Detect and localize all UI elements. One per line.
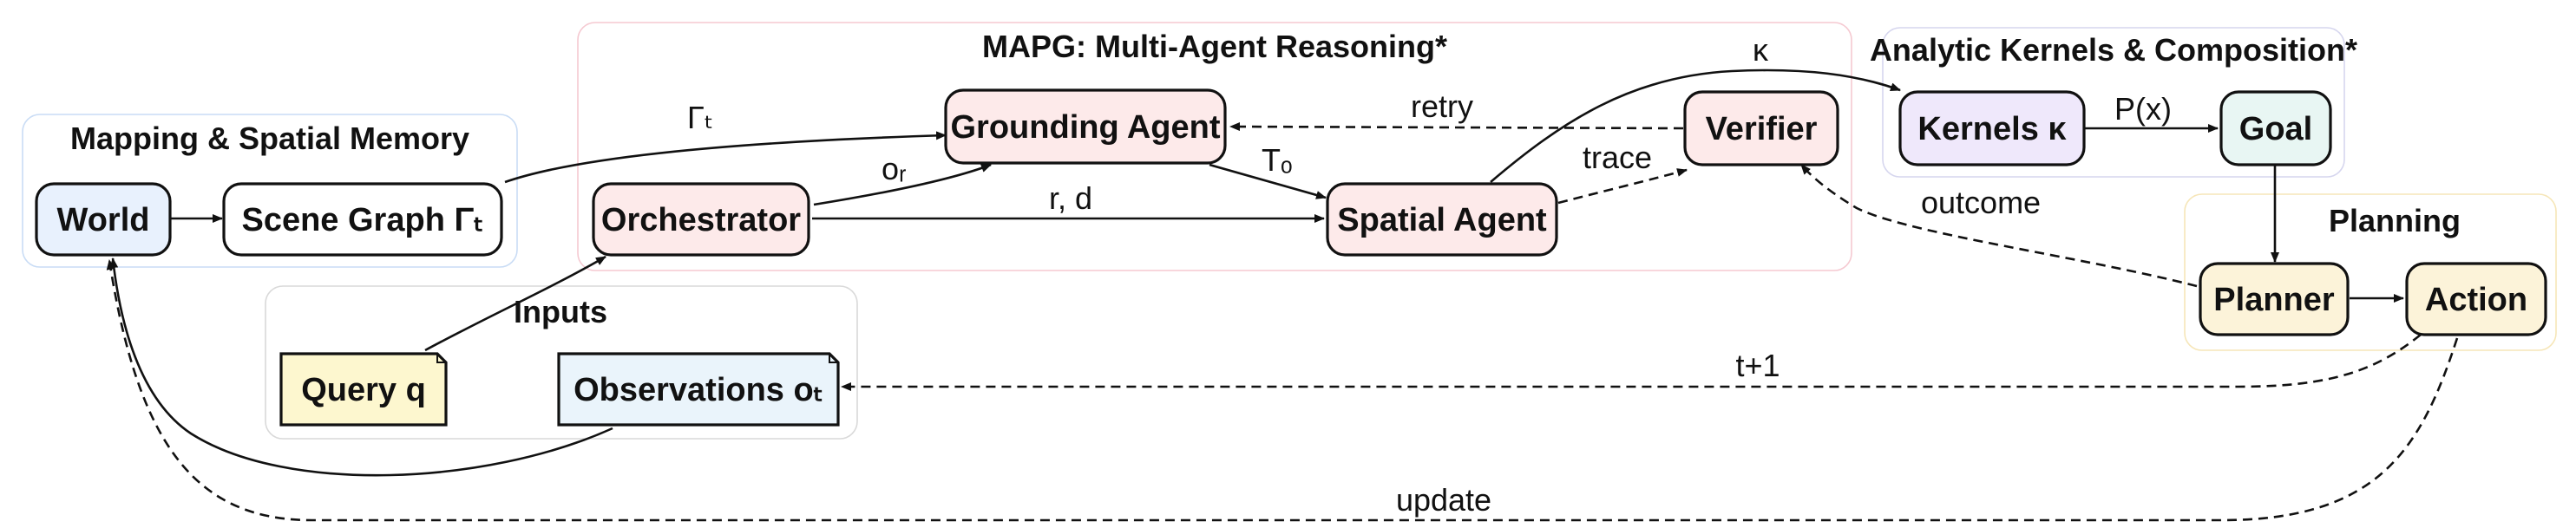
edge-label-update: update [1396, 482, 1491, 518]
node-goal-label: Goal [2239, 111, 2312, 147]
node-world-box [35, 182, 172, 257]
node-observations: Observations oₜ [557, 352, 840, 427]
edges: Γₜ oᵣ r, d Tₒ retry trace κ P(x) outcome… [106, 32, 2459, 522]
node-spatial-agent-box [1326, 182, 1558, 257]
group-mapg: MAPG: Multi-Agent Reasoning* [577, 22, 1852, 271]
node-world: World [35, 182, 172, 257]
node-action: Action [2405, 262, 2547, 336]
edge-spatial-kernels [1490, 68, 1901, 183]
edge-label-retry: retry [1411, 88, 1473, 124]
node-observations-box [557, 352, 840, 427]
node-world-label: World [57, 202, 150, 238]
edge-label-p-x: P(x) [2114, 91, 2172, 127]
group-kernels-box [1882, 27, 2345, 178]
node-orchestrator-box [592, 182, 810, 257]
node-query-fold-icon [436, 354, 446, 363]
edge-scene-graph-grounding [504, 131, 947, 184]
group-mapg-title: MAPG: Multi-Agent Reasoning* [982, 29, 1447, 64]
node-observations-fold-icon [829, 354, 838, 363]
group-planning-title: Planning [2329, 203, 2461, 238]
node-planner: Planner [2199, 262, 2350, 336]
edge-spatial-verifier-trace [1557, 168, 1688, 205]
node-verifier-box [1683, 90, 1839, 166]
group-kernels-title: Analytic Kernels & Composition* [1870, 32, 2357, 68]
node-scene-graph-label: Scene Graph Γₜ [241, 202, 483, 238]
edge-label-trace: trace [1583, 140, 1652, 175]
edge-observations-world [109, 257, 613, 477]
group-planning: Planning [2184, 193, 2557, 351]
edge-label-gamma-t: Γₜ [687, 100, 713, 135]
node-goal-box [2219, 90, 2332, 166]
node-observations-label: Observations oₜ [574, 372, 823, 408]
node-planner-label: Planner [2213, 282, 2335, 318]
edge-label-kappa: κ [1753, 32, 1769, 68]
edge-verifier-grounding-retry [1229, 122, 1684, 132]
node-goal: Goal [2219, 90, 2332, 166]
edge-label-t-o: Tₒ [1262, 142, 1293, 178]
edge-planner-verifier-outcome [1800, 164, 2198, 288]
edge-grounding-spatial [1209, 163, 1327, 199]
group-inputs-box [265, 285, 858, 440]
node-query-label: Query q [301, 372, 426, 408]
group-inputs-title: Inputs [514, 294, 607, 329]
edge-label-r-d: r, d [1049, 180, 1092, 216]
group-mapping-box [22, 114, 518, 268]
node-kernels-box [1898, 90, 2086, 166]
node-scene-graph-box [222, 182, 503, 257]
node-spatial-agent: Spatial Agent [1326, 182, 1558, 257]
node-scene-graph: Scene Graph Γₜ [222, 182, 503, 257]
node-grounding-agent-label: Grounding Agent [951, 109, 1221, 146]
node-action-box [2405, 262, 2547, 336]
group-mapg-box [577, 22, 1852, 271]
group-planning-box [2184, 193, 2557, 351]
group-mapping: Mapping & Spatial Memory [22, 114, 518, 268]
node-query: Query q [279, 352, 448, 427]
edge-action-observations-t1 [841, 333, 2422, 391]
node-verifier-label: Verifier [1706, 111, 1818, 147]
node-action-label: Action [2425, 282, 2527, 318]
node-kernels-label: Kernels κ [1917, 111, 2067, 147]
node-kernels: Kernels κ [1898, 90, 2086, 166]
node-grounding-agent-box [944, 88, 1227, 165]
node-query-box [279, 352, 448, 427]
group-inputs: Inputs [265, 285, 858, 440]
edge-label-o-r: oᵣ [882, 151, 907, 186]
group-kernels: Analytic Kernels & Composition* [1870, 27, 2357, 178]
edge-orchestrator-grounding [813, 163, 992, 206]
node-verifier: Verifier [1683, 90, 1839, 166]
edge-query-orchestrator [424, 255, 606, 352]
node-orchestrator-label: Orchestrator [601, 202, 801, 238]
node-planner-box [2199, 262, 2350, 336]
node-orchestrator: Orchestrator [592, 182, 810, 257]
node-spatial-agent-label: Spatial Agent [1337, 202, 1547, 238]
edge-action-world-update [106, 259, 2459, 522]
edge-label-t-plus-1: t+1 [1735, 348, 1780, 383]
node-grounding-agent: Grounding Agent [944, 88, 1227, 165]
group-mapping-title: Mapping & Spatial Memory [70, 121, 469, 156]
edge-label-outcome: outcome [1921, 185, 2041, 220]
